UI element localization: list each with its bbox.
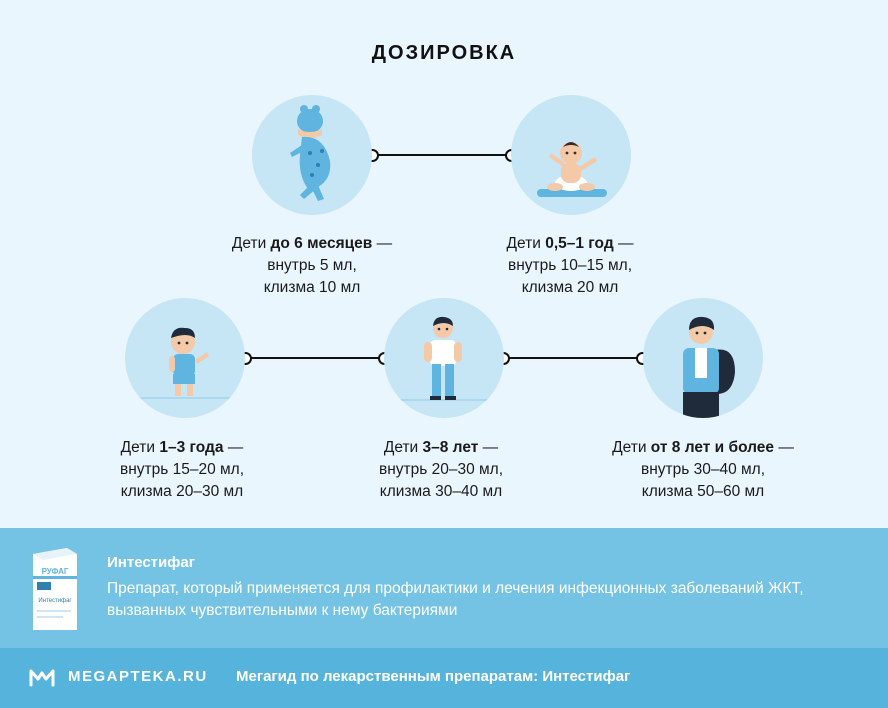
newborn-illustration xyxy=(252,95,372,215)
age-group-label: 0,5–1 год xyxy=(545,235,614,252)
schoolchild-illustration xyxy=(643,298,763,418)
dosage-caption-0-5-1-year: Дети 0,5–1 год — внутрь 10–15 мл, клизма… xyxy=(440,233,700,299)
enema-dose: клизма 50–60 мл xyxy=(641,483,765,500)
product-box-image: РУФАГ Интестифаг xyxy=(27,546,79,632)
enema-dose: клизма 20–30 мл xyxy=(120,483,244,500)
product-name: Интестифаг xyxy=(107,554,195,571)
dosage-caption-8-plus-years: Дети от 8 лет и более — внутрь 30–40 мл,… xyxy=(573,437,833,503)
connector-line xyxy=(503,357,643,359)
oral-dose: внутрь 20–30 мл, xyxy=(378,461,504,478)
toddler-illustration xyxy=(125,298,245,418)
enema-dose: клизма 30–40 мл xyxy=(379,483,503,500)
dosage-caption-0-6-months: Дети до 6 месяцев — внутрь 5 мл, клизма … xyxy=(182,233,442,299)
product-info-band: РУФАГ Интестифаг Интестифаг Препарат, ко… xyxy=(0,528,888,648)
connector-line xyxy=(245,357,385,359)
dosage-caption-1-3-years: Дети 1–3 года — внутрь 15–20 мл, клизма … xyxy=(52,437,312,503)
caption-dash: — xyxy=(774,439,794,456)
caption-dash: — xyxy=(613,235,634,252)
caption-prefix: Дети xyxy=(120,439,160,456)
oral-dose: внутрь 5 мл, xyxy=(267,257,357,274)
connector-line xyxy=(372,154,512,156)
caption-prefix: Дети xyxy=(506,235,546,252)
caption-prefix: Дети xyxy=(612,439,651,456)
product-box-label: Интестифаг xyxy=(38,598,72,604)
age-group-label: 3–8 лет xyxy=(422,439,479,456)
megapteka-logo-icon[interactable] xyxy=(28,665,56,691)
oral-dose: внутрь 15–20 мл, xyxy=(119,461,245,478)
page-title: ДОЗИРОВКА xyxy=(371,42,517,64)
footer-bar: MEGAPTEKA.RU Мегагид по лекарственным пр… xyxy=(0,648,888,708)
oral-dose: внутрь 30–40 мл, xyxy=(640,461,766,478)
caption-dash: — xyxy=(478,439,499,456)
age-group-label: 1–3 года xyxy=(159,439,224,456)
age-group-label: от 8 лет и более xyxy=(650,439,775,456)
child-illustration xyxy=(384,298,504,418)
caption-prefix: Дети xyxy=(231,235,271,252)
enema-dose: клизма 10 мл xyxy=(263,279,361,296)
site-logo-text[interactable]: MEGAPTEKA.RU xyxy=(68,668,208,685)
enema-dose: клизма 20 мл xyxy=(521,279,619,296)
caption-prefix: Дети xyxy=(383,439,423,456)
age-group-label: до 6 месяцев xyxy=(270,235,373,252)
oral-dose: внутрь 10–15 мл, xyxy=(507,257,633,274)
guide-title-link[interactable]: Мегагид по лекарственным препаратам: Инт… xyxy=(236,668,631,685)
caption-dash: — xyxy=(223,439,244,456)
infant-illustration xyxy=(511,95,631,215)
dosage-caption-3-8-years: Дети 3–8 лет — внутрь 20–30 мл, клизма 3… xyxy=(311,437,571,503)
product-description: Препарат, который применяется для профил… xyxy=(107,580,804,619)
product-box-brand: РУФАГ xyxy=(42,567,69,576)
caption-dash: — xyxy=(372,235,393,252)
